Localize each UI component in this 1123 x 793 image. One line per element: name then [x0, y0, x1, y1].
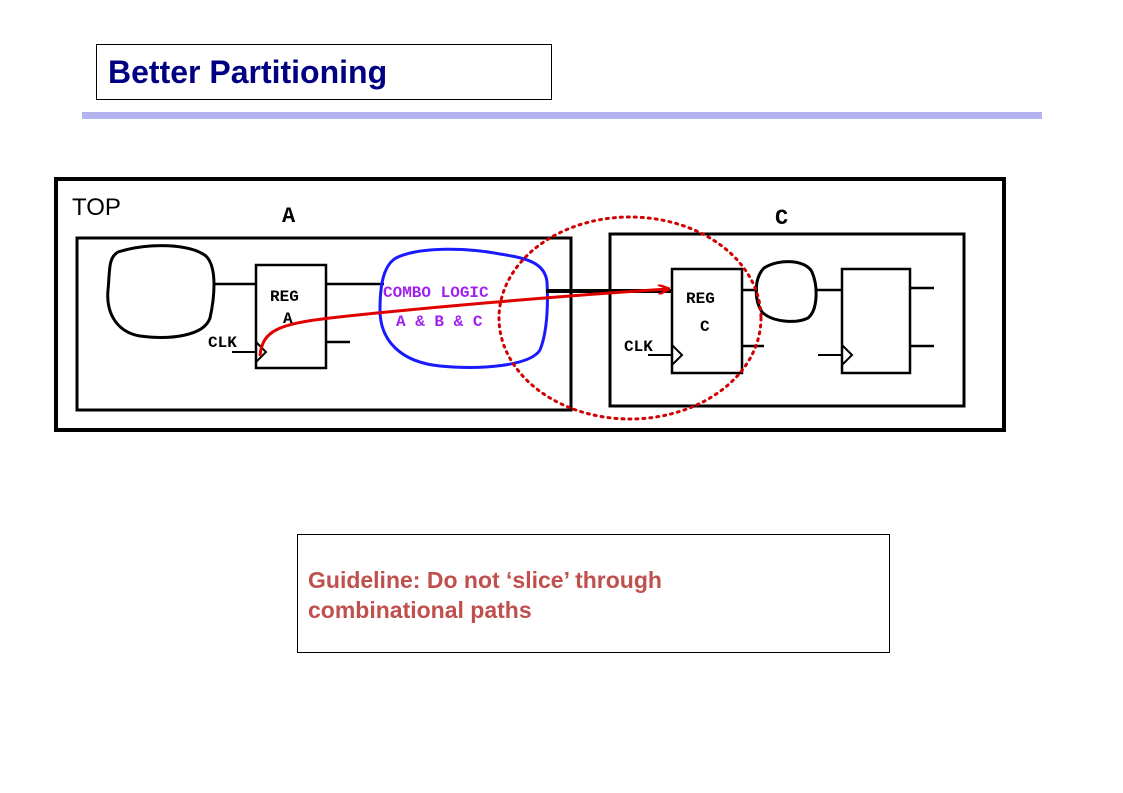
input-logic-blob: [106, 244, 216, 339]
slide-title: Better Partitioning: [108, 54, 388, 90]
guideline-box: Guideline: Do not ‘slice’ through combin…: [297, 534, 890, 653]
reg-c2-box: [840, 267, 912, 375]
reg-c-box: [670, 267, 744, 375]
logic-blob-c: [754, 260, 818, 323]
module-c-box: [608, 232, 966, 408]
module-c-label: C: [775, 206, 788, 231]
module-a-box: [75, 236, 573, 412]
title-rule: [82, 112, 1042, 119]
clk-a-triangle: [255, 341, 268, 363]
combo-logic-line1: COMBO LOGIC: [383, 284, 489, 302]
guideline-text: Guideline: Do not ‘slice’ through combin…: [308, 567, 662, 623]
combo-logic-blob: [378, 247, 549, 369]
reg-a-line2: A: [283, 310, 293, 328]
combo-logic-line2: A & B & C: [396, 313, 483, 331]
module-a-label: A: [282, 204, 296, 229]
top-module-box: [54, 177, 1006, 432]
timing-path-arrow: [258, 289, 668, 357]
reg-a-box: [254, 263, 328, 370]
reg-c-line2: C: [700, 318, 710, 336]
clk-c-triangle: [671, 344, 684, 366]
clk-c-label: CLK: [624, 338, 653, 356]
clk-c2-triangle: [841, 344, 854, 366]
top-label: TOP: [72, 194, 121, 221]
reg-a-line1: REG: [270, 288, 299, 306]
title-box: Better Partitioning: [96, 44, 552, 100]
reg-c-line1: REG: [686, 290, 715, 308]
clk-a-label: CLK: [208, 334, 237, 352]
slice-boundary-circle: [497, 215, 763, 421]
